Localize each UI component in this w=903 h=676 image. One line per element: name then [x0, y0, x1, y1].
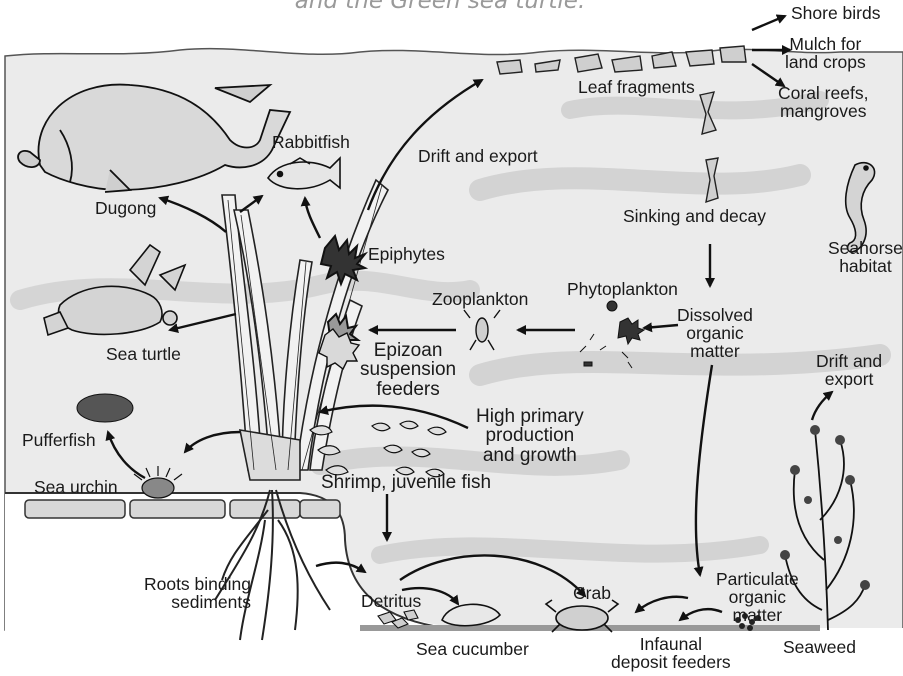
label-dugong: Dugong [95, 200, 156, 218]
label-sinking-decay: Sinking and decay [623, 208, 766, 226]
label-phytoplankton: Phytoplankton [567, 281, 678, 299]
label-pufferfish: Pufferfish [22, 432, 96, 450]
label-drift-export-top: Drift and export [418, 148, 538, 166]
label-epizoan-feeders: Epizoan suspension feeders [360, 341, 456, 399]
label-drift-export-right: Drift and export [816, 353, 882, 389]
label-sea-urchin: Sea urchin [34, 479, 118, 497]
label-leaf-fragments: Leaf fragments [578, 79, 695, 97]
label-roots-binding-sediments: Roots binding sediments [118, 576, 251, 612]
label-rabbitfish: Rabbitfish [272, 134, 350, 152]
label-seahorse-habitat: Seahorse habitat [828, 240, 903, 276]
arrow-to-shore-birds [752, 16, 785, 30]
pufferfish [77, 394, 133, 422]
label-detritus: Detritus [361, 593, 421, 611]
rock-slabs [25, 500, 340, 518]
label-shrimp-juvenile-fish: Shrimp, juvenile fish [321, 473, 491, 492]
label-particulate-organic-matter: Particulate organic matter [716, 571, 799, 625]
label-sea-cucumber: Sea cucumber [416, 641, 529, 659]
current-band [480, 175, 800, 190]
diagram-title: and the Green sea turtle. [220, 0, 660, 14]
label-shore-birds: Shore birds [791, 5, 881, 23]
label-epiphytes: Epiphytes [368, 246, 445, 264]
label-zooplankton: Zooplankton [432, 291, 528, 309]
current-band [380, 545, 760, 555]
label-seaweed: Seaweed [783, 639, 856, 657]
label-mulch: Mulch for land crops [785, 36, 866, 72]
label-infaunal-deposit-feeders: Infaunal deposit feeders [611, 636, 731, 672]
label-coral-reefs: Coral reefs, mangroves [778, 85, 868, 121]
label-sea-turtle: Sea turtle [106, 346, 181, 364]
label-high-primary-production: High primary production and growth [476, 407, 584, 465]
label-dissolved-organic-matter: Dissolved organic matter [677, 307, 753, 361]
label-crab: Crab [573, 585, 611, 603]
